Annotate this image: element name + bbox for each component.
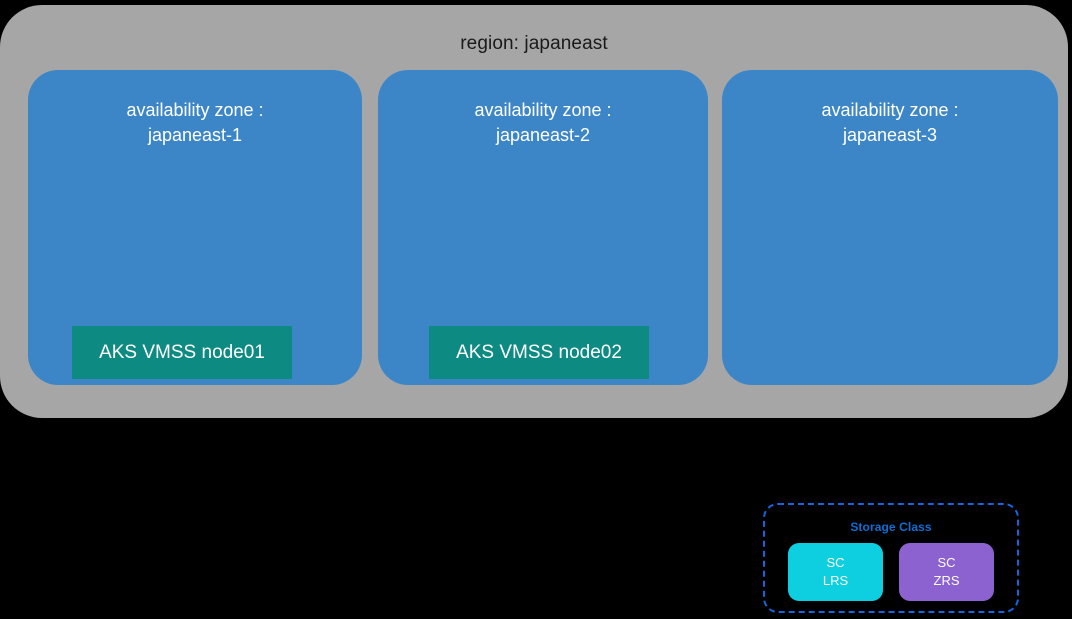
storage-class-zrs-line1: SC (937, 555, 956, 570)
region-container: region: japaneast availability zone : ja… (0, 5, 1068, 418)
zone-title-line1: availability zone : (821, 100, 959, 120)
zone-title-line2: japaneast-2 (495, 125, 591, 145)
aks-vmss-node02-box: AKS VMSS node02 (429, 326, 649, 379)
storage-class-legend: Storage Class SC LRS SC ZRS (763, 503, 1019, 613)
zone-title-line2: japaneast-1 (147, 125, 243, 145)
storage-class-lrs-line2: LRS (822, 573, 849, 588)
zone-title: availability zone : japaneast-1 (28, 98, 362, 148)
zone-title: availability zone : japaneast-3 (722, 98, 1058, 148)
storage-class-zrs-box: SC ZRS (899, 543, 994, 601)
region-title: region: japaneast (460, 33, 608, 54)
zone-title-line2: japaneast-3 (842, 125, 938, 145)
storage-class-zrs-line2: ZRS (933, 573, 960, 588)
storage-class-lrs-line1: SC (826, 555, 845, 570)
availability-zone-japaneast-3: availability zone : japaneast-3 (722, 70, 1058, 385)
zone-title: availability zone : japaneast-2 (378, 98, 708, 148)
aks-vmss-node01-box: AKS VMSS node01 (72, 326, 292, 379)
storage-class-lrs-box: SC LRS (788, 543, 883, 601)
storage-class-items: SC LRS SC ZRS (765, 543, 1017, 601)
zone-title-line1: availability zone : (474, 100, 612, 120)
zone-title-line1: availability zone : (126, 100, 264, 120)
availability-zone-japaneast-1: availability zone : japaneast-1 AKS VMSS… (28, 70, 362, 385)
storage-class-legend-title: Storage Class (850, 520, 932, 534)
availability-zone-japaneast-2: availability zone : japaneast-2 AKS VMSS… (378, 70, 708, 385)
